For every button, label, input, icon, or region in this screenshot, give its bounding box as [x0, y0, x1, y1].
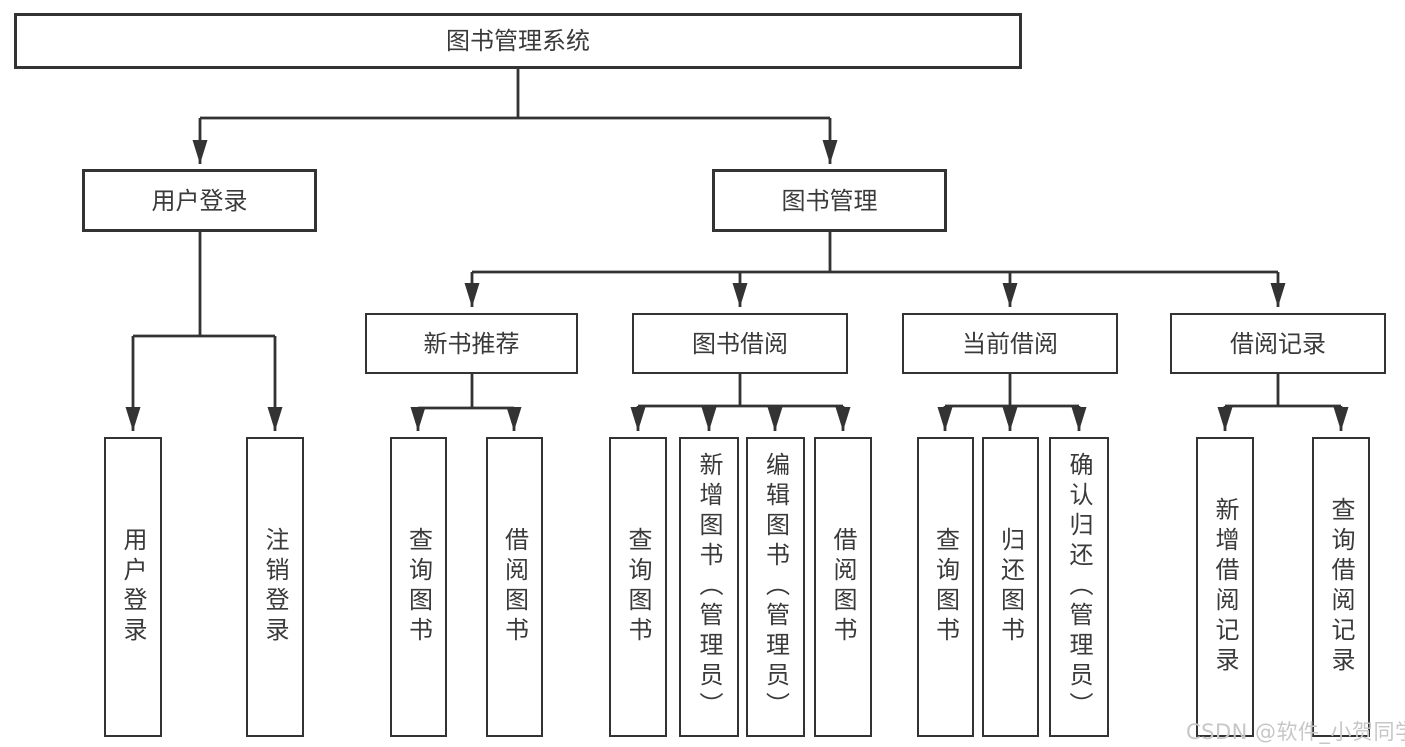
leaf-confirm-return-admin: 确认归还（管理员） — [1049, 437, 1109, 737]
node-root: 图书管理系统 — [14, 13, 1022, 69]
node-root-label: 图书管理系统 — [446, 27, 590, 55]
node-current-borrow: 当前借阅 — [902, 313, 1118, 374]
csdn-watermark: CSDN @软件_小贺同学 — [1186, 720, 1405, 744]
leaf-recommend-borrow-books-label: 借阅图书 — [500, 527, 529, 647]
leaf-confirm-return-admin-label: 确认归还（管理员） — [1065, 452, 1093, 722]
node-user-login-label: 用户登录 — [151, 186, 248, 215]
node-borrow-records: 借阅记录 — [1170, 313, 1386, 374]
leaf-current-query-books-label: 查询图书 — [931, 527, 960, 647]
leaf-recommend-query-books: 查询图书 — [390, 437, 447, 737]
leaf-borrow-query-books-label: 查询图书 — [624, 527, 652, 647]
node-new-book-recommend-label: 新书推荐 — [423, 329, 520, 358]
leaf-return-books: 归还图书 — [982, 437, 1039, 737]
node-book-borrow: 图书借阅 — [632, 313, 848, 374]
node-borrow-records-label: 借阅记录 — [1230, 329, 1326, 358]
leaf-query-borrow-record: 查询借阅记录 — [1312, 437, 1370, 737]
node-book-management: 图书管理 — [712, 169, 947, 232]
leaf-recommend-query-books-label: 查询图书 — [404, 527, 433, 647]
leaf-current-query-books: 查询图书 — [917, 437, 974, 737]
leaf-borrow-books-label: 借阅图书 — [829, 527, 857, 647]
leaf-query-borrow-record-label: 查询借阅记录 — [1327, 497, 1355, 677]
node-book-borrow-label: 图书借阅 — [692, 329, 788, 358]
leaf-return-books-label: 归还图书 — [996, 527, 1025, 647]
node-book-management-label: 图书管理 — [781, 186, 878, 215]
leaf-logout-label: 注销登录 — [261, 527, 289, 647]
leaf-borrow-books: 借阅图书 — [814, 437, 872, 737]
leaf-recommend-borrow-books: 借阅图书 — [486, 437, 543, 737]
leaf-logout: 注销登录 — [246, 437, 304, 737]
leaf-add-borrow-record-label: 新增借阅记录 — [1211, 497, 1239, 677]
leaf-add-book-admin-label: 新增图书（管理员） — [695, 452, 723, 722]
leaf-user-login-label: 用户登录 — [119, 527, 147, 647]
node-user-login: 用户登录 — [82, 169, 317, 232]
leaf-borrow-query-books: 查询图书 — [609, 437, 667, 737]
leaf-user-login: 用户登录 — [104, 437, 162, 737]
leaf-add-book-admin: 新增图书（管理员） — [679, 437, 739, 737]
leaf-add-borrow-record: 新增借阅记录 — [1196, 437, 1254, 737]
node-new-book-recommend: 新书推荐 — [365, 313, 578, 374]
leaf-edit-book-admin-label: 编辑图书（管理员） — [761, 452, 790, 722]
node-current-borrow-label: 当前借阅 — [962, 329, 1058, 358]
leaf-edit-book-admin: 编辑图书（管理员） — [746, 437, 805, 737]
